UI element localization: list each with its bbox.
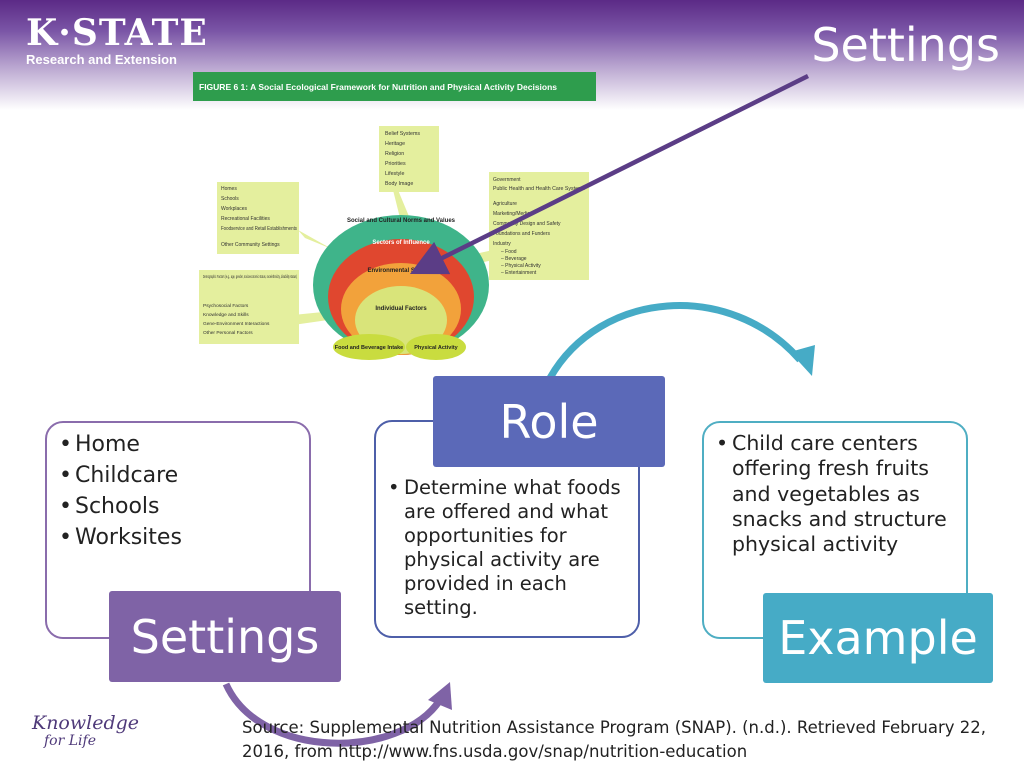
logo-sub-text: Research and Extension — [26, 52, 177, 67]
box-right-item: – Physical Activity — [501, 263, 541, 269]
box-left-item: Recreational Facilities — [221, 216, 270, 222]
logo-main-text: K·STATE — [26, 12, 208, 54]
ring-env-label: Environmental Settings — [367, 268, 435, 274]
box-right-item: Foundations and Funders — [493, 231, 550, 237]
box-top-item: Heritage — [385, 141, 405, 147]
box-right-item: Government — [493, 177, 521, 183]
slide-title: Settings — [811, 18, 1000, 72]
box-top — [379, 126, 439, 192]
box-right-item: Community Design and Safety — [493, 221, 561, 227]
box-top-item: Body Image — [385, 181, 413, 187]
box-top-item: Priorities — [385, 161, 406, 167]
box-left — [217, 182, 299, 254]
curve-arrow-head-up — [428, 682, 452, 710]
oval-activity — [406, 334, 466, 360]
box-top-item: Lifestyle — [385, 171, 404, 177]
curve-arrow-settings-role — [222, 682, 443, 747]
list-item: Home — [59, 429, 299, 460]
box-bottom-left-item: Gene-Environment Interactions — [203, 321, 270, 327]
oval-food — [333, 334, 405, 360]
box-top-item: Belief Systems — [385, 131, 420, 137]
role-heading: Role — [433, 376, 665, 467]
box-right-item: Marketing/Media — [493, 211, 530, 217]
knowledge-for-life-logo: Knowledge for Life — [32, 713, 139, 749]
box-bottom-left-item: Other Personal Factors — [203, 330, 253, 336]
box-bottom-left-item: Knowledge and Skills — [203, 312, 249, 318]
ring-individual-label: Individual Factors — [375, 306, 427, 312]
box-right-item: Industry — [493, 241, 511, 247]
box-left-item: Foodservice and Retail Establishments — [221, 226, 297, 232]
kstate-logo: K·STATE Research and Extension — [26, 14, 208, 68]
list-item: Determine what foods are offered and wha… — [388, 476, 628, 620]
example-heading: Example — [763, 593, 993, 683]
list-item: Child care centers offering fresh fruits… — [716, 431, 956, 557]
figure-caption: FIGURE 6 1: A Social Ecological Framewor… — [193, 72, 596, 101]
list-item: Worksites — [59, 522, 299, 553]
box-left-item: Other Community Settings — [221, 242, 280, 248]
oval-activity-label: Physical Activity — [414, 345, 458, 351]
box-bottom-left-item: Demographic Factors (e.g., age, gender, … — [203, 274, 297, 280]
source-citation: Source: Supplemental Nutrition Assistanc… — [242, 718, 986, 761]
kfl-line2: for Life — [44, 733, 96, 749]
kfl-line1: Knowledge — [32, 712, 140, 734]
settings-heading: Settings — [109, 591, 341, 682]
curve-arrow-role-example — [546, 302, 803, 380]
box-right-item: Public Health and Health Care Systems — [493, 186, 586, 192]
box-left-item: Schools — [221, 196, 239, 202]
curve-arrow-head-right — [790, 345, 815, 376]
box-right-item: – Beverage — [501, 256, 527, 262]
oval-food-label: Food and Beverage Intake — [335, 345, 403, 351]
list-item: Schools — [59, 491, 299, 522]
list-item: Childcare — [59, 460, 299, 491]
ring-sectors-label: Sectors of Influence — [372, 240, 430, 246]
box-top-item: Religion — [385, 151, 404, 157]
box-right-item: – Food — [501, 249, 517, 255]
box-left-item: Workplaces — [221, 206, 248, 212]
box-bottom-left — [199, 270, 299, 344]
box-left-item: Homes — [221, 186, 237, 192]
box-right-item: Agriculture — [493, 201, 517, 207]
ring-outer-label: Social and Cultural Norms and Values — [347, 218, 456, 224]
box-bottom-left-item: Psychosocial Factors — [203, 303, 249, 309]
pointer-arrow — [409, 73, 810, 275]
box-right-item: – Entertainment — [501, 270, 537, 276]
